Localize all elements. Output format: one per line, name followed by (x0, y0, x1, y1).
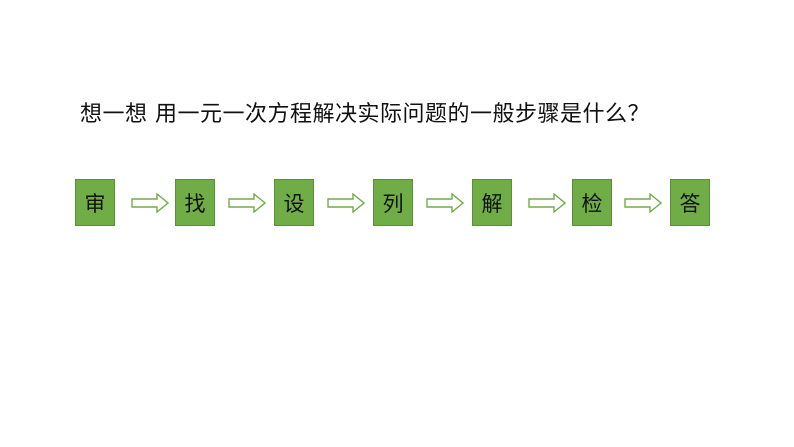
question-text: 想一想 用一元一次方程解决实际问题的一般步骤是什么？ (80, 102, 650, 127)
step-label: 解 (481, 191, 503, 216)
step-label: 设 (283, 191, 305, 216)
step-box-6: 检 (572, 179, 612, 226)
step-label: 检 (581, 191, 603, 216)
arrow-right-icon (327, 193, 365, 213)
step-label: 找 (184, 191, 206, 216)
arrow-right-icon (228, 193, 266, 213)
step-label: 答 (679, 191, 701, 216)
step-box-7: 答 (670, 179, 710, 226)
arrow-right-icon (528, 193, 566, 213)
step-box-5: 解 (472, 179, 512, 226)
step-box-4: 列 (373, 179, 413, 226)
arrow-right-icon (624, 193, 662, 213)
step-label: 列 (382, 191, 404, 216)
arrow-right-icon (426, 193, 464, 213)
step-label: 审 (84, 191, 106, 216)
step-box-1: 审 (75, 179, 115, 226)
step-box-3: 设 (274, 179, 314, 226)
step-box-2: 找 (175, 179, 215, 226)
arrow-right-icon (131, 193, 169, 213)
